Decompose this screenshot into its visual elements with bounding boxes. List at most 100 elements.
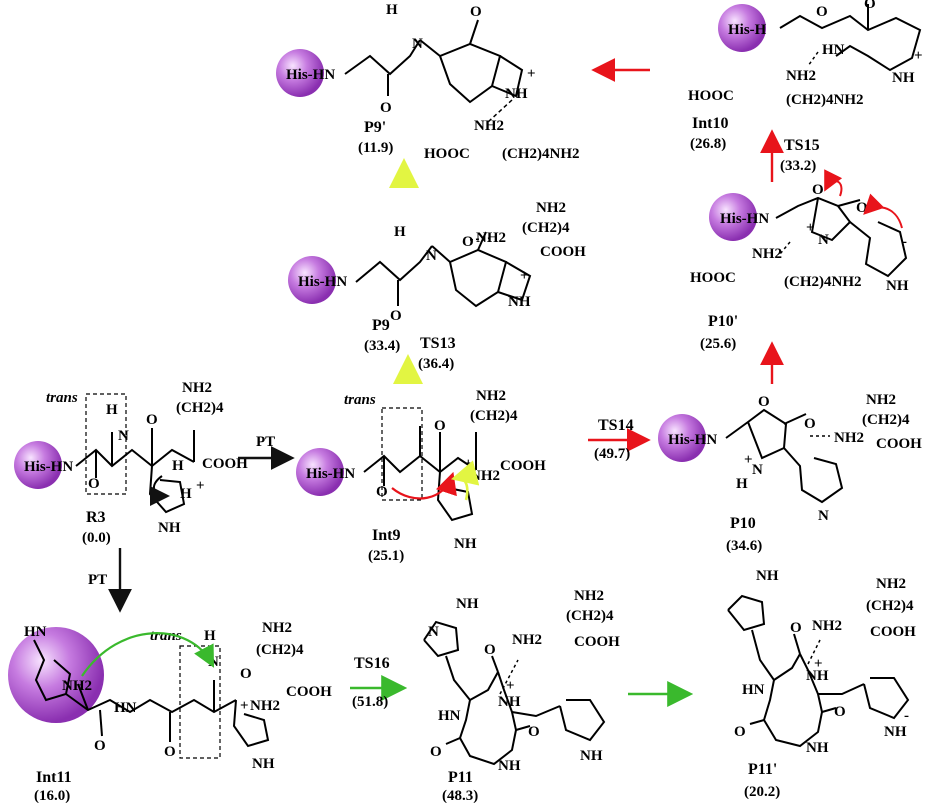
nh-label-3: NH — [806, 740, 829, 756]
n-label-2: NH — [498, 694, 521, 710]
trans-box — [179, 645, 221, 759]
o-label: O — [470, 4, 482, 20]
minus-label: - — [904, 708, 909, 724]
hn-label: HN — [438, 708, 461, 724]
o-label-3: O — [834, 704, 846, 720]
p9prime-name: P9' — [364, 119, 386, 136]
his-h-label: His-H — [728, 22, 767, 38]
trans-box — [381, 407, 423, 501]
p9-energy: (33.4) — [364, 338, 400, 354]
species-p11: N NH O NH + HN O NH O NH NH2 NH2 (CH2)4 … — [423, 588, 620, 803]
his-sphere — [14, 441, 62, 489]
ch2-4-nh2-label: (CH2)4NH2 — [786, 92, 864, 108]
ch2-4-label: (CH2)4 — [176, 400, 224, 416]
p9prime-energy: (11.9) — [358, 140, 393, 156]
o-label: O — [812, 182, 824, 198]
o-label-2: O — [734, 724, 746, 740]
o-label-3: O — [240, 666, 252, 682]
int11-skeleton — [33, 639, 270, 748]
o-label: O — [758, 394, 770, 410]
his-sphere — [288, 256, 336, 304]
nh-ring-label: NH — [454, 536, 477, 552]
ch2-4-label: (CH2)4 — [470, 408, 518, 424]
trans-label: trans — [46, 390, 78, 406]
cooh-label: COOH — [286, 684, 332, 700]
plus-label: + — [814, 656, 823, 672]
h-label: H — [106, 402, 118, 418]
p11prime-skeleton — [727, 594, 910, 748]
p10prime-skeleton — [775, 196, 908, 278]
o-label: O — [146, 412, 158, 428]
h-label-2: H — [180, 486, 192, 502]
h-label: H — [204, 628, 216, 644]
species-int10: His-H O O HN NH + NH2 HOOC (CH2)4NH2 Int… — [688, 0, 923, 152]
nh-label: NH — [505, 86, 528, 102]
nh2-label: NH2 — [470, 468, 500, 484]
o-label-2: O — [804, 416, 816, 432]
ch2-4-label: (CH2)4 — [566, 608, 614, 624]
int9-energy: (25.1) — [368, 548, 404, 564]
o-label-2: O — [864, 0, 876, 12]
p9-name: P9 — [372, 317, 390, 334]
hn-label-2: HN — [114, 700, 137, 716]
p11prime-name: P11' — [748, 761, 777, 778]
ch2-4-label: (CH2)4 — [862, 412, 910, 428]
o-label-2: O — [376, 484, 388, 500]
plus-label: + — [520, 268, 529, 284]
curly-arrow-2 — [863, 193, 903, 229]
int9-name: Int9 — [372, 527, 400, 544]
his-hn-label: His-HN — [306, 466, 355, 482]
nh2-top-label: NH2 — [476, 388, 506, 404]
curly-arrow-2 — [450, 460, 480, 501]
hbond — [807, 639, 821, 665]
nh-ring-label: NH — [884, 724, 907, 740]
int10-energy: (26.8) — [690, 136, 726, 152]
ts16-energy: (51.8) — [352, 694, 388, 710]
species-p10: His-HN O O N + H N NH2 NH2 (CH2)4 COOH P… — [658, 392, 922, 554]
hn-label: HN — [24, 624, 47, 640]
trans-label: trans — [150, 628, 182, 644]
ts13-energy: (36.4) — [418, 356, 454, 372]
his-hn-label: His-HN — [24, 459, 73, 475]
o-label-2: O — [430, 744, 442, 760]
plus-label: + — [240, 698, 249, 714]
o-label-2: O — [390, 308, 402, 324]
p10-energy: (34.6) — [726, 538, 762, 554]
o-label-2: O — [164, 744, 176, 760]
his-hn-label: His-HN — [668, 432, 717, 448]
nh2-top-label: NH2 — [536, 200, 566, 216]
nh2-top-label: NH2 — [182, 380, 212, 396]
hooc-label: HOOC — [690, 270, 736, 286]
nh-ring-label: NH — [252, 756, 275, 772]
his-hn-label: His-HN — [286, 67, 335, 83]
plus-label: + — [196, 478, 205, 494]
plus-label: + — [506, 678, 515, 694]
ts14-name: TS14 — [598, 417, 634, 434]
species-p9prime: His-HN H N O O NH + NH2 HOOC (CH2)4NH2 P… — [276, 2, 580, 162]
nh-label-2: NH — [498, 758, 521, 774]
n-label: N — [818, 232, 829, 248]
ch2-4-nh2-label: (CH2)4NH2 — [784, 274, 862, 290]
hn-label: HN — [742, 682, 765, 698]
ch2-4-nh2-label: (CH2)4NH2 — [502, 146, 580, 162]
int11-energy: (16.0) — [34, 788, 70, 803]
nh-label: H — [172, 458, 184, 474]
nh2-label: NH2 — [834, 430, 864, 446]
ts15-energy: (33.2) — [780, 158, 816, 174]
his-sphere — [709, 193, 757, 241]
nh-label: NH — [508, 294, 531, 310]
p11prime-energy: (20.2) — [744, 784, 780, 800]
o-label: O — [94, 738, 106, 754]
hbond — [499, 659, 519, 695]
n-label: N — [426, 248, 437, 264]
cooh-label: COOH — [500, 458, 546, 474]
curly-arrow — [81, 632, 215, 677]
n-label: N — [412, 36, 423, 52]
r3-name: R3 — [86, 509, 106, 526]
p10-name: P10 — [730, 515, 756, 532]
p10prime-name: P10' — [708, 313, 738, 330]
r3-skeleton — [75, 428, 195, 514]
cooh-label: COOH — [540, 244, 586, 260]
